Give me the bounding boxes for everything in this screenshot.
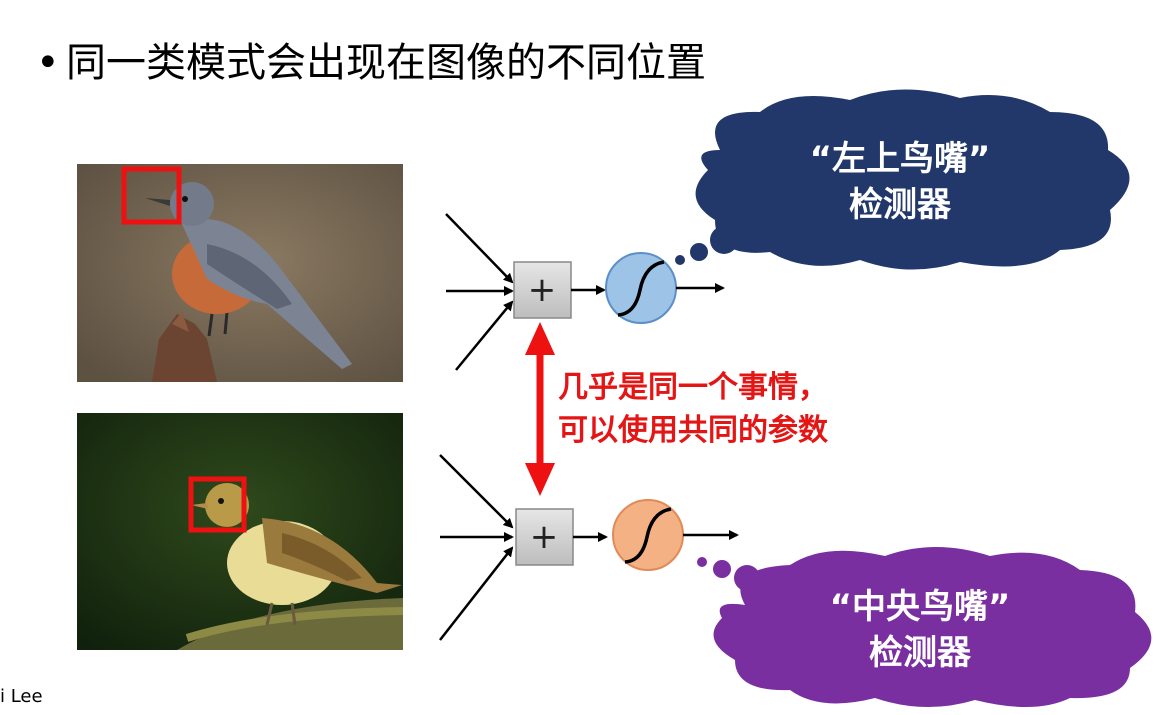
- note-line1: 几乎是同一个事情，: [558, 370, 828, 405]
- top-detector-line2: 检测器: [849, 185, 951, 225]
- bottom-neuron-inputs: [439, 454, 514, 641]
- beak-highlight-box: [188, 476, 247, 533]
- beak-highlight-box: [121, 166, 182, 225]
- shared-parameter-note: 几乎是同一个事情， 可以使用共同的参数: [558, 366, 828, 452]
- bullet: •: [36, 40, 60, 86]
- sigmoid-curve-icon: [617, 260, 665, 317]
- shared-parameter-arrow: [525, 322, 555, 496]
- bottom-detector-line1: “中央鸟嘴”: [829, 587, 1011, 627]
- sum-symbol-bottom: +: [530, 517, 559, 557]
- bird-photo-bottom: [77, 413, 403, 650]
- sigmoid-curve-icon: [624, 507, 672, 564]
- bird-photo-top: [77, 164, 403, 382]
- bottom-detector-line2: 检测器: [869, 633, 971, 673]
- note-line2: 可以使用共同的参数: [558, 413, 828, 448]
- footer-author: i Lee: [0, 686, 43, 707]
- top-detector-label: “左上鸟嘴” 检测器: [790, 136, 1010, 228]
- bottom-detector-label: “中央鸟嘴” 检测器: [810, 584, 1030, 676]
- title-text: 同一类模式会出现在图像的不同位置: [66, 40, 706, 86]
- top-neuron-inputs: [445, 213, 514, 371]
- top-detector-line1: “左上鸟嘴”: [809, 139, 991, 179]
- bottom-detector-cloud: [697, 547, 1152, 708]
- sum-symbol-top: +: [528, 270, 557, 310]
- slide-title: •同一类模式会出现在图像的不同位置: [36, 30, 706, 88]
- top-detector-cloud: [675, 89, 1130, 270]
